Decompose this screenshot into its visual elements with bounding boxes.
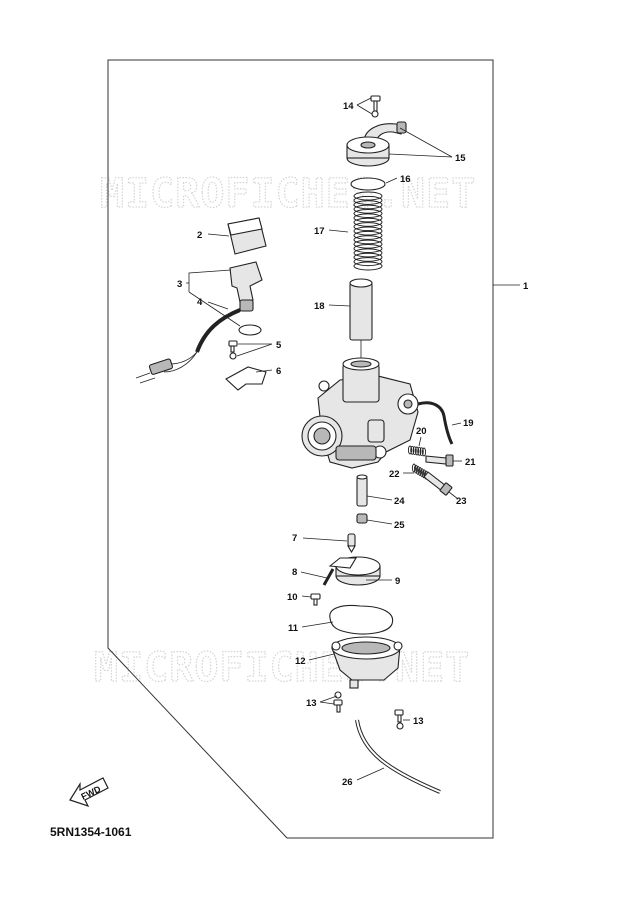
part-18-throttle-valve[interactable]: [349, 278, 373, 358]
part-3-o-ring[interactable]: [238, 324, 262, 336]
diagram-code: 5RN1354-1061: [50, 825, 132, 839]
callout-20: 20: [416, 426, 427, 437]
part-13-screw-right[interactable]: [394, 709, 404, 730]
part-13-screw-left[interactable]: [333, 691, 343, 713]
leader-lines: [186, 97, 520, 781]
part-6-holding-plate[interactable]: [225, 366, 267, 391]
part-2-starter-cap[interactable]: [227, 217, 267, 255]
callout-10: 10: [287, 592, 298, 603]
part-1-carburetor-body[interactable]: [301, 357, 419, 469]
callout-1: 1: [523, 281, 529, 292]
callout-19: 19: [463, 418, 474, 429]
callout-13-left: 13: [306, 698, 317, 709]
callout-22: 22: [389, 469, 400, 480]
callout-12: 12: [295, 656, 306, 667]
callout-2: 2: [197, 230, 202, 241]
callout-21: 21: [465, 457, 476, 468]
part-10-screw[interactable]: [310, 593, 321, 606]
part-14-washer[interactable]: [371, 110, 379, 118]
part-3-starter-plunger[interactable]: [229, 261, 263, 312]
watermark-top: MICROFICHES.NET: [100, 171, 476, 217]
part-7-float-needle[interactable]: [347, 533, 356, 554]
callout-3: 3: [177, 279, 182, 290]
part-8-float-pin[interactable]: [322, 568, 335, 586]
part-4-wire-harness[interactable]: [135, 308, 241, 384]
part-23-throttle-stop-screw[interactable]: [423, 471, 453, 496]
callout-23: 23: [456, 496, 467, 507]
callout-14: 14: [343, 101, 354, 112]
part-26-drain-hose[interactable]: [355, 719, 441, 794]
part-12-float-chamber[interactable]: [331, 636, 403, 689]
part-17-spring[interactable]: [353, 191, 383, 271]
part-15-elbow-cap[interactable]: [346, 121, 407, 167]
part-5-screw[interactable]: [228, 340, 238, 353]
part-24-needle-jet[interactable]: [356, 474, 368, 507]
callout-7: 7: [292, 533, 297, 544]
part-14-screw[interactable]: [370, 95, 381, 112]
watermark-bottom: MICROFICHES.NET: [94, 645, 470, 691]
callout-11: 11: [288, 623, 299, 634]
callout-25: 25: [394, 520, 405, 531]
callout-13-right: 13: [413, 716, 424, 727]
callout-15: 15: [455, 153, 466, 164]
part-5-washer[interactable]: [229, 352, 237, 360]
part-20-spring[interactable]: [407, 445, 427, 457]
fwd-direction-arrow: FWD: [69, 777, 109, 808]
callout-8: 8: [292, 567, 297, 578]
callout-16: 16: [400, 174, 411, 185]
part-19-vent-tube[interactable]: [417, 401, 454, 445]
callout-6: 6: [276, 366, 281, 377]
callout-18: 18: [314, 301, 325, 312]
part-9-float[interactable]: [328, 556, 381, 586]
callout-5: 5: [276, 340, 282, 351]
callout-4: 4: [197, 297, 203, 308]
callout-26: 26: [342, 777, 353, 788]
part-25-main-jet[interactable]: [356, 513, 368, 524]
callout-24: 24: [394, 496, 405, 507]
assembly-frame: [107, 59, 494, 839]
part-16-gasket[interactable]: [350, 177, 386, 191]
callout-17: 17: [314, 226, 325, 237]
part-21-pilot-screw[interactable]: [425, 454, 454, 467]
part-11-float-chamber-gasket[interactable]: [329, 604, 394, 635]
callout-9: 9: [395, 576, 400, 587]
